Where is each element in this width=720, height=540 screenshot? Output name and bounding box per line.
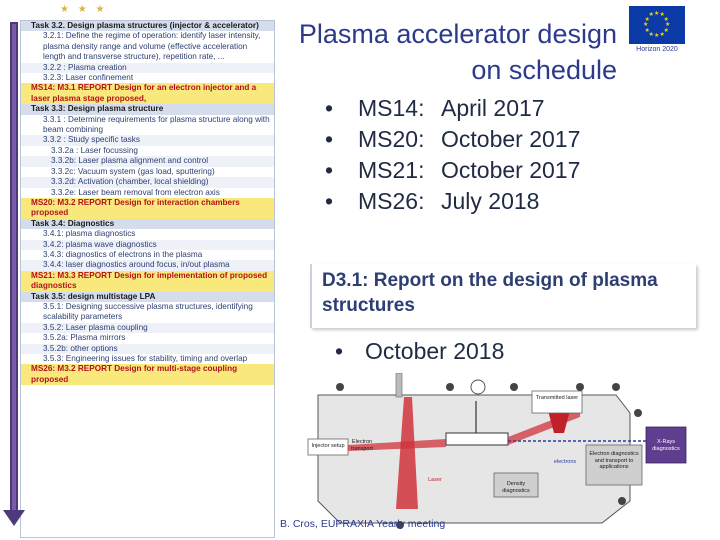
task-header: Task 3.3: Design plasma structure	[21, 104, 274, 115]
milestone-date: April 2017	[441, 95, 545, 121]
injector-setup-label: Injector setup	[311, 443, 345, 449]
bullet-glyph: •	[325, 95, 334, 121]
xray-diagnostics-label: X-Rays diagnostics	[652, 439, 680, 452]
subtask-row: 3.5.2b: other options	[21, 343, 274, 354]
bullet-glyph: •	[325, 188, 334, 214]
milestone-row: MS14: M3.1 REPORT Design for an electron…	[21, 83, 274, 105]
eu-star-icon: ★	[644, 27, 650, 34]
subtask-row: 3.3.2 : Study specific tasks	[21, 135, 274, 146]
subtask-row: 3.4.1: plasma diagnostics	[21, 229, 274, 240]
eu-star-icon: ★	[663, 16, 669, 23]
eu-star-icon: ★	[654, 11, 660, 17]
milestone-code: MS26:	[358, 188, 425, 214]
milestone-row: MS21: M3.3 REPORT Design for implementat…	[21, 270, 274, 292]
bullet-glyph: •	[325, 157, 334, 183]
milestone-item: • MS26: July 2018	[325, 186, 580, 217]
timeline-arrow	[10, 24, 18, 514]
subtask-row: 3.3.2e: Laser beam removal from electron…	[21, 187, 274, 198]
task-header: Task 3.2. Design plasma structures (inje…	[21, 21, 274, 32]
subtask-row: 3.4.3: diagnostics of electrons in the p…	[21, 249, 274, 261]
slide-title-line2: on schedule	[471, 55, 617, 85]
slide-title: Plasma accelerator design on schedule	[262, 16, 617, 88]
eu-flag-icon: ★★★★★★★★★★★★	[629, 6, 685, 44]
schematic-drawing	[307, 373, 687, 529]
eu-star-icon: ★	[659, 31, 665, 38]
electrons-label: electrons	[553, 459, 577, 465]
eu-star-icon: ★	[648, 31, 654, 38]
subtask-row: 3.2.1: Define the regime of operation: i…	[21, 31, 274, 63]
bullet-glyph: •	[335, 338, 344, 364]
task-header: Task 3.4: Diagnostics	[21, 218, 274, 230]
laser-label: Laser	[428, 477, 442, 483]
subtask-row: 3.5.3: Engineering issues for stability,…	[21, 354, 274, 365]
milestone-list: • MS14: April 2017 • MS20: October 2017 • MS2…	[325, 93, 580, 217]
density-diagnostics-label: Density diagnostics	[502, 481, 530, 494]
eu-star-icon: ★	[659, 12, 665, 19]
milestone-row: MS26: M3.2 REPORT Design for multi-stage…	[21, 364, 274, 386]
deliverable-box: D3.1: Report on the design of plasma str…	[310, 264, 696, 328]
subtask-row: 3.3.1 : Determine requirements for plasm…	[21, 114, 274, 136]
subtask-row: 3.2.2 : Plasma creation	[21, 62, 274, 74]
milestone-code: MS14:	[358, 95, 425, 121]
subtask-row: 3.5.1: Designing successive plasma struc…	[21, 301, 274, 323]
horizon-2020-label: Horizon 2020	[636, 46, 678, 53]
milestone-date: October 2017	[441, 157, 581, 183]
bullet-glyph: •	[325, 126, 334, 152]
milestone-item: • MS14: April 2017	[325, 93, 580, 124]
eu-star-icon: ★	[643, 22, 649, 28]
task-header: Task 3.5: design multistage LPA	[21, 291, 274, 302]
subtask-row: 3.3.2a : Laser focussing	[21, 145, 274, 157]
task-table: Task 3.2. Design plasma structures (inje…	[20, 20, 275, 538]
subtask-row: 3.5.2: Laser plasma coupling	[21, 322, 274, 334]
milestone-date: October 2017	[441, 126, 581, 152]
eu-star-icon: ★	[654, 33, 660, 39]
subtask-row: 3.4.2: plasma wave diagnostics	[21, 239, 274, 250]
transmitted-laser-label: Transmitted laser	[535, 395, 579, 401]
milestone-code: MS21:	[358, 157, 425, 183]
chamber-schematic: Injector setup Electron transport Transm…	[300, 373, 696, 538]
eu-star-icon: ★	[648, 12, 654, 19]
milestone-item: • MS21: October 2017	[325, 155, 580, 186]
subtask-row: 3.3.2d: Activation (chamber, local shiel…	[21, 177, 274, 188]
slide-title-line1: Plasma accelerator design	[298, 19, 617, 49]
subtask-row: 3.3.2b: Laser plasma alignment and contr…	[21, 156, 274, 167]
milestone-row: MS20: M3.2 REPORT Design for interaction…	[21, 197, 274, 219]
milestone-item: • MS20: October 2017	[325, 124, 580, 155]
deliverable-title: D3.1: Report on the design of plasma str…	[322, 270, 658, 316]
decorative-stars: ★ ★ ★	[60, 4, 108, 15]
milestone-date: July 2018	[441, 188, 540, 214]
subtask-row: 3.2.3: Laser confinement	[21, 73, 274, 84]
footer-credit: B. Cros, EUPRAXIA Yearly meeting	[280, 518, 446, 530]
subtask-row: 3.4.4: laser diagnostics around focus, i…	[21, 260, 274, 271]
eu-star-icon: ★	[663, 27, 669, 34]
subtask-row: 3.5.2a: Plasma mirrors	[21, 333, 274, 344]
electron-diagnostics-label: Electron diagnostics and transport to ap…	[589, 451, 639, 470]
milestone-code: MS20:	[358, 126, 425, 152]
eu-star-icon: ★	[644, 16, 650, 23]
deliverable-date-text: October 2018	[365, 338, 505, 364]
timeline-arrow-cap	[10, 22, 18, 25]
timeline-arrow-head	[3, 510, 25, 526]
electron-transport-label: Electron transport	[351, 439, 373, 452]
deliverable-date: • October 2018	[335, 336, 504, 366]
subtask-row: 3.3.2c: Vacuum system (gas load, sputter…	[21, 166, 274, 178]
eu-star-icon: ★	[665, 22, 671, 28]
